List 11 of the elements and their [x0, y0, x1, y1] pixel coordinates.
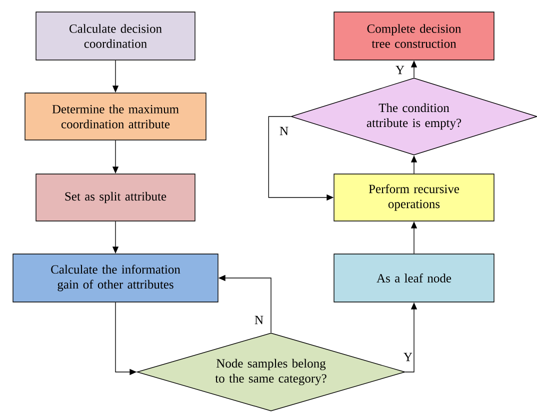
process-box: Calculate decision coordination [36, 12, 196, 60]
process-box: Determine the maximum coordination attribute [24, 92, 206, 140]
process-box: Calculate the information gain of other attributes [12, 254, 218, 302]
edge-label: Y [404, 352, 412, 362]
edge-label: N [280, 126, 288, 136]
process-box: Perform recursive operations [334, 174, 494, 222]
process-box: Set as split attribute [36, 174, 196, 222]
edge-label: Y [396, 66, 404, 74]
process-box: Complete decision tree construction [334, 12, 494, 60]
edge-label: N [254, 316, 264, 324]
process-box: As a leaf node [334, 254, 494, 302]
